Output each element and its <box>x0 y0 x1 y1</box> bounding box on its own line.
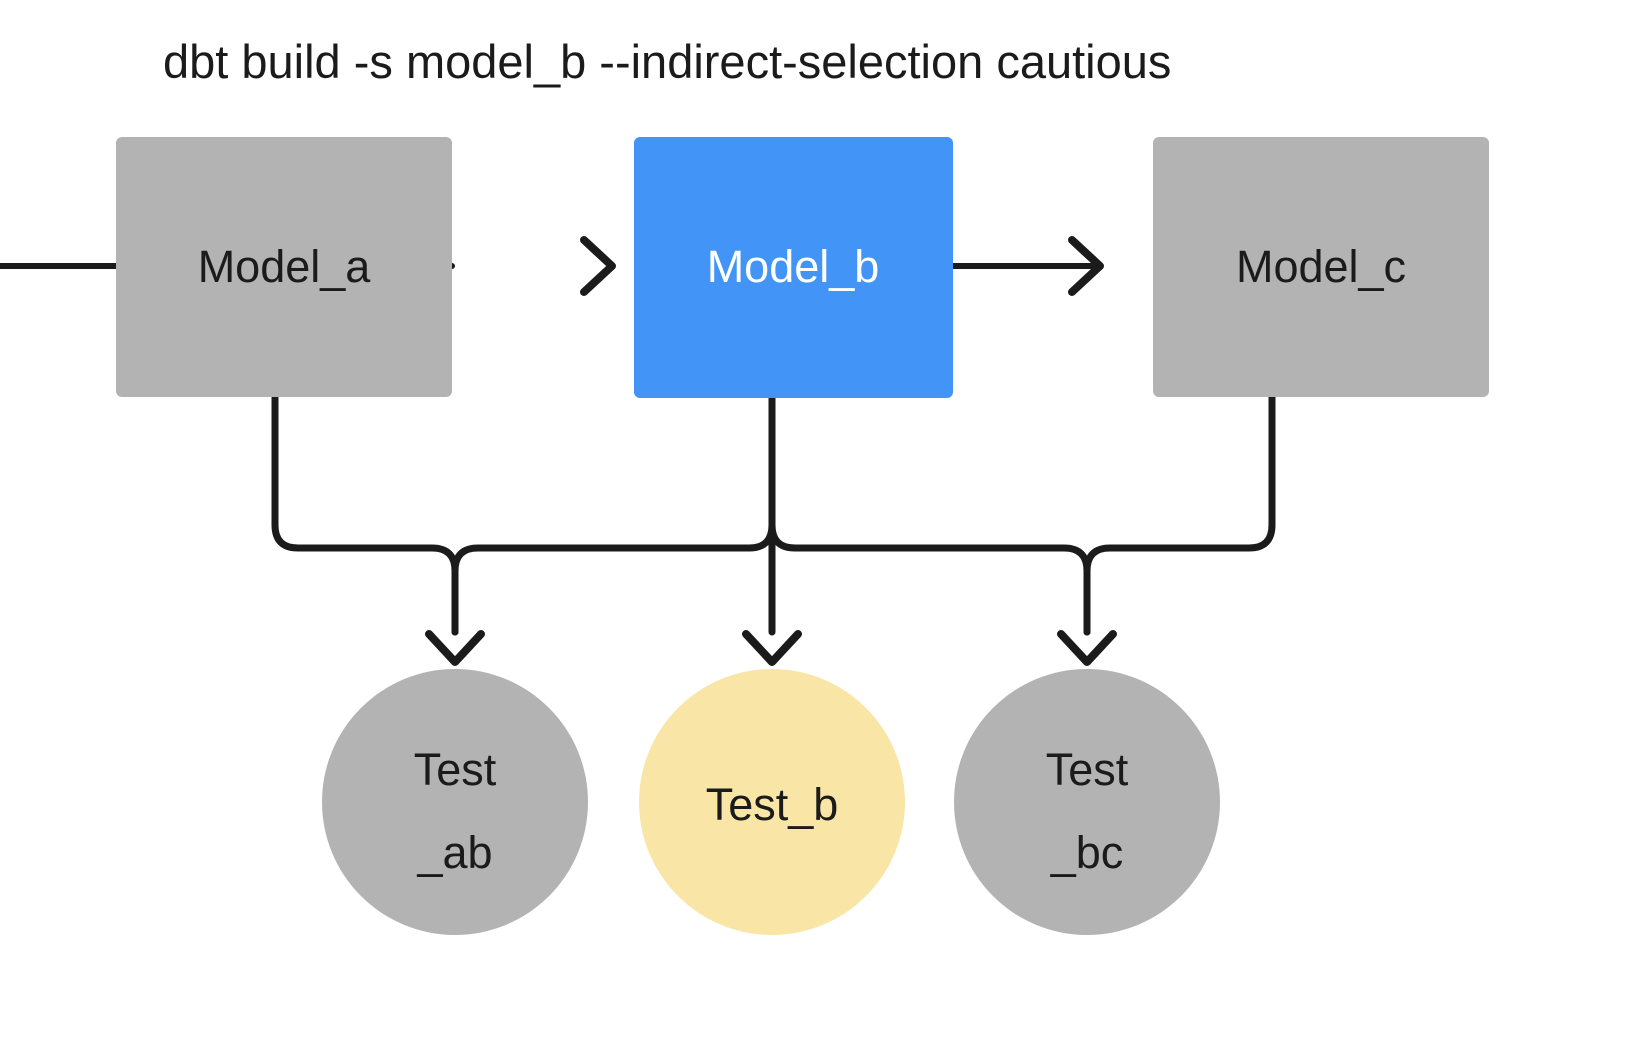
node-model-a-label: Model_a <box>198 241 372 292</box>
node-model-c[interactable]: Model_c <box>1153 137 1489 397</box>
node-model-a[interactable]: Model_a <box>116 137 452 397</box>
arrowhead-a-b <box>580 236 616 296</box>
edge-line-a-testab <box>271 393 459 636</box>
node-test-ab-label-line1: Test <box>414 744 497 795</box>
node-model-b-shape[interactable] <box>634 137 953 398</box>
node-test-bc-label-line1: Test <box>1046 744 1129 795</box>
edge-model-c-to-test-bc <box>1083 393 1276 636</box>
page-title: dbt build -s model_b --indirect-selectio… <box>163 35 1171 88</box>
edge-model-b-to-test-ab <box>451 394 776 636</box>
edge-line-c-testbc <box>1083 393 1276 636</box>
arrowhead-b-testbc <box>1057 630 1117 666</box>
arrowhead-b-c <box>1068 236 1104 296</box>
node-test-bc[interactable]: Test _bc <box>954 669 1220 935</box>
node-model-c-shape[interactable] <box>1153 137 1489 397</box>
node-test-b-shape[interactable] <box>639 669 905 935</box>
node-model-b[interactable]: Model_b <box>634 137 953 398</box>
node-test-ab[interactable]: Test _ab <box>322 669 588 935</box>
edge-line-b-testab <box>451 394 776 636</box>
edge-model-a-to-test-ab <box>271 393 485 666</box>
arrowhead-b-testb <box>742 630 802 666</box>
edge-line-b-testbc <box>768 394 1091 636</box>
node-model-b-label: Model_b <box>707 241 880 292</box>
node-model-c-label: Model_c <box>1236 241 1406 292</box>
arrowhead-a-testab <box>425 630 485 666</box>
node-model-a-shape[interactable] <box>116 137 452 397</box>
edge-model-b-to-model-c <box>950 236 1104 296</box>
edge-model-b-to-test-bc <box>768 394 1117 666</box>
node-test-ab-label-line2: _ab <box>416 827 492 878</box>
node-test-b[interactable]: Test_b <box>639 669 905 935</box>
node-test-bc-shape[interactable] <box>954 669 1220 935</box>
node-test-b-label-line1: Test_b <box>706 779 839 830</box>
node-test-ab-shape[interactable] <box>322 669 588 935</box>
node-test-bc-label-line2: _bc <box>1050 827 1124 878</box>
